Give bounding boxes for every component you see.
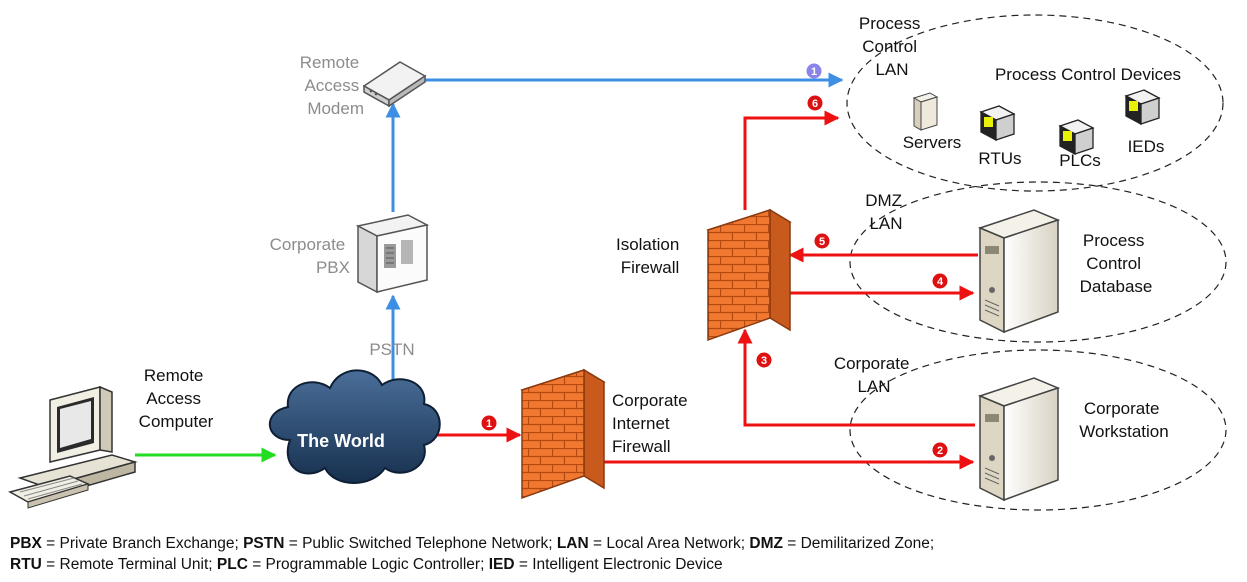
corporate-pbx-icon — [355, 214, 430, 294]
svg-text:5: 5 — [819, 236, 825, 248]
rtus-label: RTUs — [978, 149, 1021, 168]
servers-label: Servers — [903, 133, 962, 152]
legend-definition: = Demilitarized Zone; — [782, 535, 935, 552]
badge-1-red: 1 — [481, 415, 497, 431]
legend-abbr: RTU — [10, 556, 42, 573]
legend-abbr: PBX — [10, 535, 42, 552]
process-control-database-label: Process Control Database — [1080, 231, 1153, 296]
svg-text:1: 1 — [486, 418, 492, 430]
legend-definition: = Private Branch Exchange; — [41, 535, 244, 552]
process-control-lan-label: Process Control LAN — [859, 14, 925, 79]
the-world-label: The World — [297, 431, 385, 451]
legend-definition: = Intelligent Electronic Device — [514, 556, 723, 573]
svg-text:4: 4 — [937, 276, 944, 288]
red-link-workstation-to-isolation-firewall — [737, 328, 975, 427]
legend-abbr: IED — [488, 556, 515, 573]
corporate-lan-label: Corporate LAN — [834, 354, 914, 396]
badge-1-blue: 1 — [806, 63, 822, 79]
process-control-lan-boundary — [846, 14, 1224, 192]
badge-5: 5 — [814, 233, 830, 249]
corporate-internet-firewall-label: Corporate Internet Firewall — [612, 391, 692, 456]
svg-text:1: 1 — [811, 66, 817, 78]
legend-abbr: DMZ — [749, 535, 783, 552]
corporate-workstation-label: Corporate Workstation — [1079, 399, 1168, 441]
ieds-label: IEDs — [1128, 137, 1165, 156]
legend-line: PBX = Private Branch Exchange; PSTN = Pu… — [10, 533, 1240, 554]
legend-line: RTU = Remote Terminal Unit; PLC = Progra… — [10, 554, 1240, 575]
corporate-lan-boundary — [849, 349, 1227, 511]
badge-2: 2 — [932, 442, 948, 458]
corporate-workstation-server-icon — [977, 377, 1061, 502]
corporate-pbx-label: Corporate PBX — [270, 235, 350, 277]
remote-access-computer-label: Remote Access Computer — [139, 366, 214, 431]
legend-definition: = Local Area Network; — [588, 535, 750, 552]
red-link-isolation-firewall-to-process-lan — [743, 110, 840, 210]
process-control-devices-label: Process Control Devices — [995, 65, 1181, 84]
badge-4: 4 — [932, 273, 948, 289]
legend-definition: = Remote Terminal Unit; — [41, 556, 217, 573]
remote-access-modem-label: Remote Access Modem — [300, 53, 364, 118]
dmz-lan-boundary — [849, 181, 1227, 343]
legend-abbr: PLC — [216, 556, 248, 573]
rtu-device-icon — [979, 105, 1016, 142]
legend-definition: = Programmable Logic Controller; — [247, 556, 489, 573]
remote-access-modem-icon — [362, 61, 427, 108]
abbreviation-legend: PBX = Private Branch Exchange; PSTN = Pu… — [10, 533, 1240, 575]
badge-6: 6 — [807, 95, 823, 111]
isolation-firewall-label: Isolation Firewall — [616, 235, 684, 277]
servers-device-icon — [912, 92, 939, 131]
ied-device-icon — [1124, 89, 1161, 126]
corporate-internet-firewall-icon — [520, 368, 606, 500]
legend-abbr: LAN — [556, 535, 589, 552]
plcs-label: PLCs — [1059, 151, 1101, 170]
plc-device-icon — [1058, 119, 1095, 156]
svg-text:3: 3 — [761, 355, 767, 367]
the-world-cloud-icon — [268, 369, 441, 484]
pstn-label: PSTN — [369, 340, 414, 359]
process-control-database-server-icon — [977, 209, 1061, 334]
badge-3: 3 — [756, 352, 772, 368]
remote-access-computer-icon — [8, 385, 138, 509]
legend-abbr: PSTN — [243, 535, 285, 552]
legend-definition: = Public Switched Telephone Network; — [284, 535, 557, 552]
isolation-firewall-icon — [706, 208, 792, 342]
dmz-lan-label: DMZ LAN — [865, 191, 907, 233]
svg-text:6: 6 — [812, 98, 818, 110]
svg-text:2: 2 — [937, 445, 943, 457]
